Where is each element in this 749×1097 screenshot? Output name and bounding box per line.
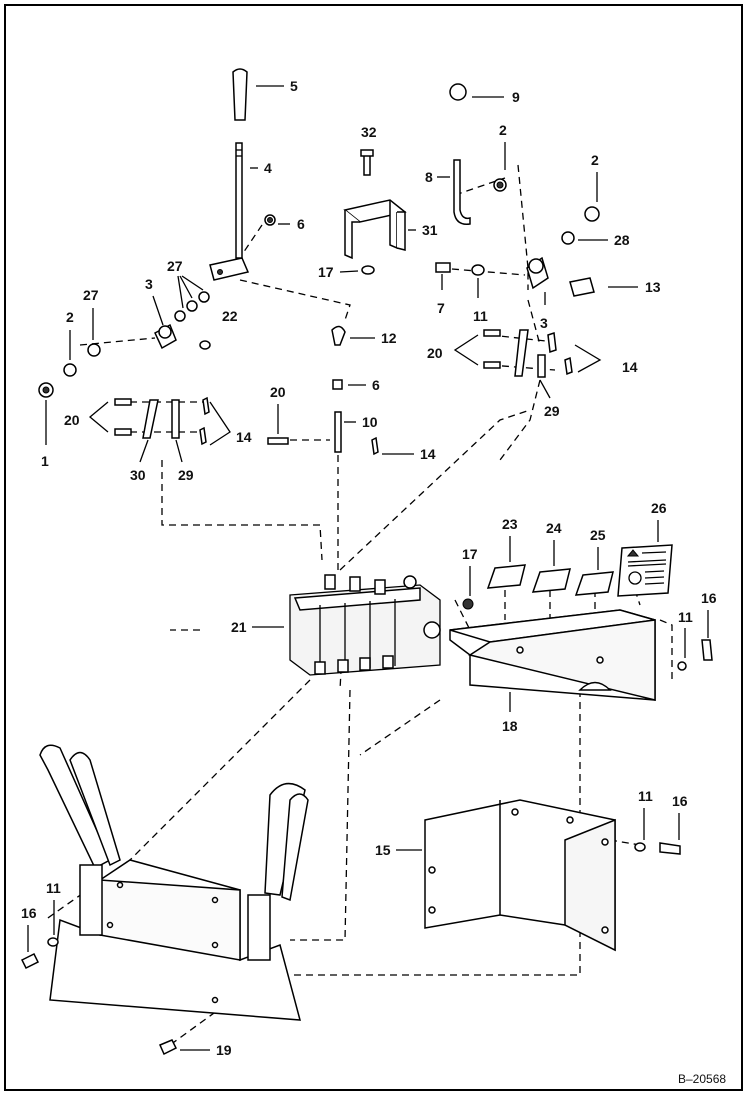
callout-25: 25 [590,527,606,543]
side-shield-15 [424,799,681,952]
callout-20a: 20 [64,412,80,428]
callout-32: 32 [361,124,377,140]
center-rod [267,325,379,456]
left-control-lever [209,68,250,281]
callout-31: 31 [422,222,438,238]
cover-fasteners [677,639,713,671]
right-pivot [435,206,600,297]
left-linkage [114,396,210,446]
callout-14b: 14 [420,446,436,462]
callout-15: 15 [375,842,391,858]
callouts: 5 4 6 27 27 3 2 22 1 20 14 30 29 32 31 1… [21,78,726,1086]
callout-11d: 11 [46,880,61,896]
decals [486,544,673,597]
callout-22: 22 [222,308,238,324]
left-pivot [154,323,211,350]
right-control-lever [449,83,507,225]
callout-11b: 11 [678,609,693,625]
callout-30: 30 [130,467,146,483]
callout-27a: 27 [167,258,183,274]
control-valve-21 [289,574,474,676]
callout-12: 12 [381,330,397,346]
callout-10: 10 [362,414,378,430]
callout-6b: 6 [372,377,380,393]
callout-16b: 16 [672,793,688,809]
callout-24: 24 [546,520,562,536]
diagram-frame [4,4,743,1091]
callout-23: 23 [502,516,518,532]
callout-2c: 2 [591,152,599,168]
callout-26: 26 [651,500,667,516]
callout-11a: 11 [473,308,488,324]
callout-2b: 2 [499,122,507,138]
callout-1: 1 [41,453,49,469]
washers-27 [38,214,276,398]
callout-14a: 14 [236,429,252,445]
callout-9: 9 [512,89,520,105]
callout-3b: 3 [540,315,548,331]
callout-27b: 27 [83,287,99,303]
callout-7: 7 [437,300,445,316]
operator-tower [20,744,309,1056]
callout-14c: 14 [622,359,638,375]
drawing-reference-number: B–20568 [678,1072,726,1086]
callout-29a: 29 [178,467,194,483]
callout-2a: 2 [66,309,74,325]
callout-21: 21 [231,619,247,635]
callout-13: 13 [645,279,661,295]
callout-6: 6 [297,216,305,232]
callout-3a: 3 [145,276,153,292]
callout-16a: 16 [701,590,717,606]
callout-17b: 17 [462,546,478,562]
callout-20b: 20 [270,384,286,400]
right-linkage [483,329,573,378]
callout-18: 18 [502,718,518,734]
callout-28: 28 [614,232,630,248]
callout-29b: 29 [544,403,560,419]
valve-cover-18 [449,609,656,701]
callout-19: 19 [216,1042,232,1058]
callout-5: 5 [290,78,298,94]
callout-16c: 16 [21,905,37,921]
bracket-31 [343,149,407,275]
callout-11c: 11 [638,788,653,804]
callout-20c: 20 [427,345,443,361]
callout-4: 4 [264,160,272,176]
callout-8: 8 [425,169,433,185]
callout-17a: 17 [318,264,334,280]
